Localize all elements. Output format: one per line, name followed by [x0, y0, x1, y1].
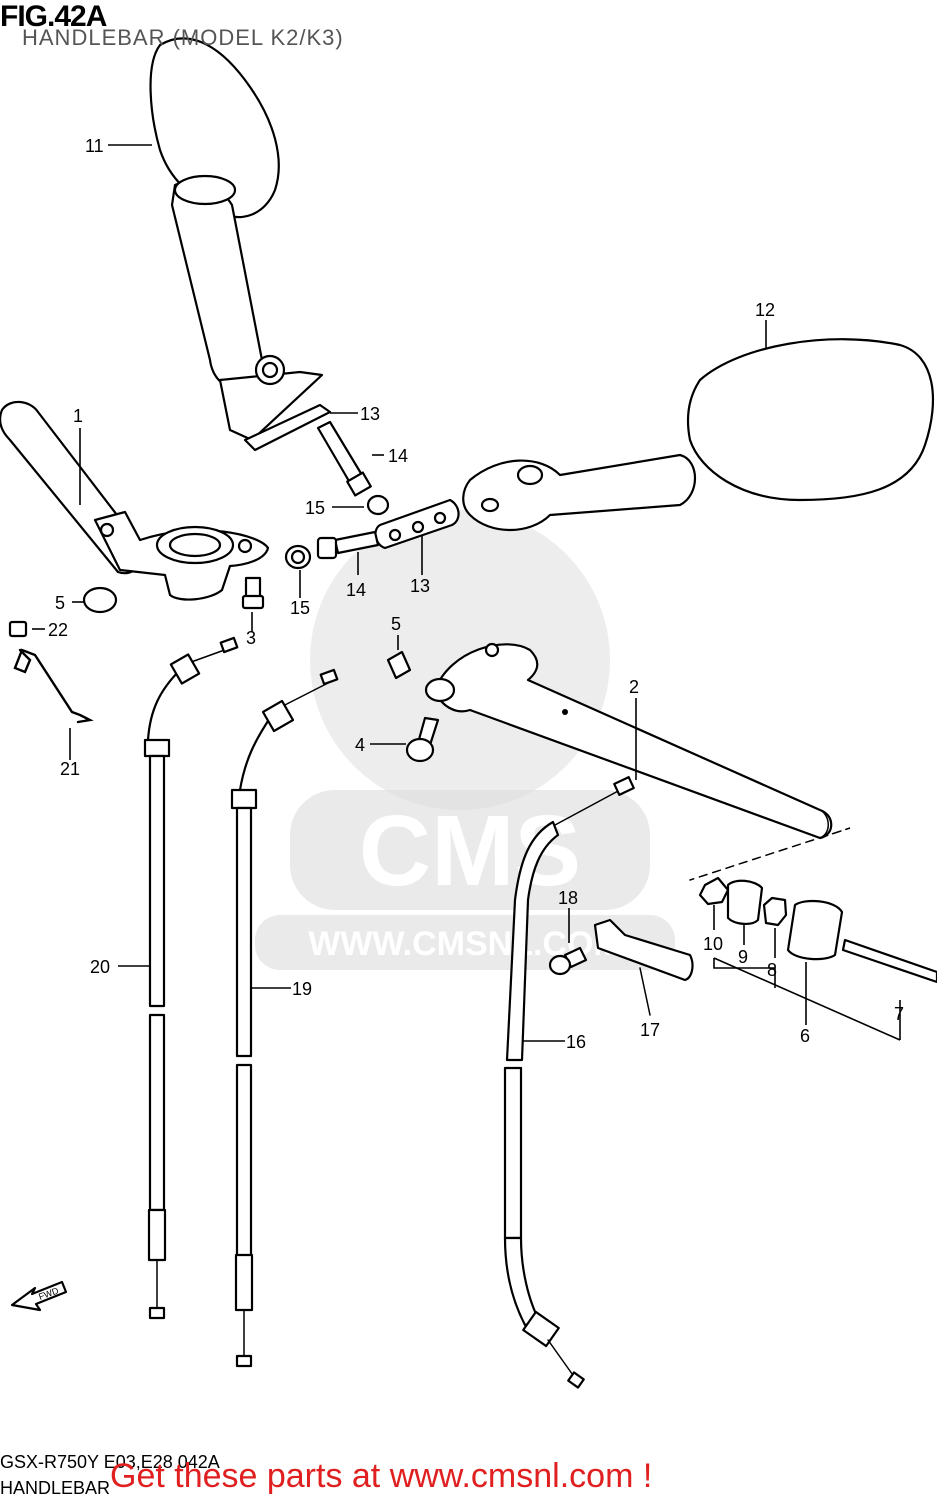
part-13-plate-lower [374, 498, 460, 550]
part-22-bolt [8, 620, 28, 638]
fwd-arrow-icon: FWD [10, 1280, 68, 1312]
part-6-bar-end [786, 899, 844, 961]
callout-13-lower: 13 [410, 576, 430, 596]
part-20-throttle-cable [143, 636, 239, 1320]
callout-4: 4 [355, 735, 365, 755]
callout-15-lower: 15 [290, 598, 310, 618]
part-15-collar-lower [284, 544, 312, 570]
callout-20: 20 [90, 957, 110, 977]
part-19-throttle-cable [230, 668, 339, 1368]
callout-7: 7 [894, 1004, 904, 1024]
part-5-plug-left [82, 586, 118, 614]
part-4-bolt [405, 716, 440, 763]
callout-6: 6 [800, 1026, 810, 1046]
callout-14-upper: 14 [388, 446, 408, 466]
callout-labels: 11 12 1 13 14 15 14 13 15 5 3 22 21 5 2 … [48, 136, 904, 1052]
callout-2: 2 [629, 677, 639, 697]
part-21-stay [13, 648, 94, 724]
callout-8: 8 [767, 960, 777, 980]
callout-11: 11 [85, 136, 104, 156]
part-3-bolt [241, 576, 265, 610]
guide-lines [639, 827, 851, 1016]
part-11-left-mirror [149, 37, 324, 442]
leader-lines [32, 144, 901, 1042]
part-2-right-handlebar [424, 642, 833, 840]
part-12-right-mirror [462, 338, 935, 532]
callout-16: 16 [566, 1032, 586, 1052]
part-14-bolt-upper [316, 420, 372, 497]
promo-banner[interactable]: Get these parts at www.cmsnl.com ! [110, 1457, 653, 1495]
callout-21: 21 [60, 759, 80, 779]
part-8-collar [762, 896, 788, 927]
part-18-bolt [548, 946, 588, 976]
model-code: GSX-R750Y E03,E28 042A [0, 1452, 220, 1472]
watermark-logo-text: CMS [359, 795, 581, 907]
part-7-screw [841, 938, 937, 984]
callout-3: 3 [246, 628, 256, 648]
part-13-plate-upper [243, 403, 332, 452]
callout-22: 22 [48, 620, 68, 640]
part-9-damper [726, 879, 764, 925]
part-1-left-handlebar [0, 400, 270, 601]
part-10-nut [698, 876, 730, 906]
callout-14-lower: 14 [346, 580, 366, 600]
callout-10: 10 [703, 934, 723, 954]
section-name: HANDLEBAR [0, 1478, 111, 1498]
callout-13-upper: 13 [360, 404, 380, 424]
part-17-bracket [593, 918, 694, 982]
callout-1: 1 [73, 406, 83, 426]
callout-12: 12 [755, 300, 775, 320]
part-14-bolt-lower [316, 530, 380, 560]
callout-17: 17 [640, 1020, 660, 1040]
callout-19: 19 [292, 979, 312, 999]
figure-title: HANDLEBAR (MODEL K2/K3) [22, 25, 344, 50]
callout-18: 18 [558, 888, 578, 908]
callout-5-right: 5 [391, 614, 401, 634]
callout-15-upper: 15 [305, 498, 325, 518]
part-5-plug-right [386, 650, 412, 680]
part-16-cable [503, 776, 635, 1389]
part-15-collar-upper [366, 494, 390, 516]
callout-5-left: 5 [55, 593, 65, 613]
callout-9: 9 [738, 947, 748, 967]
figure-id: FIG.42A [0, 0, 107, 33]
